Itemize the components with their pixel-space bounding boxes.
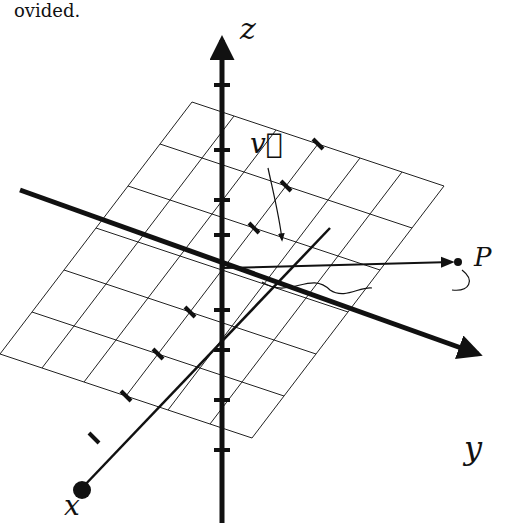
- squiggle: [452, 270, 469, 290]
- axis-label: x: [64, 492, 80, 520]
- y-axis: [20, 190, 478, 354]
- grid-line: [128, 186, 380, 270]
- grid-line: [168, 158, 360, 410]
- grid-line: [210, 172, 402, 424]
- tick-mark: [313, 139, 323, 149]
- tick-mark: [214, 398, 230, 402]
- axis-label: y: [464, 432, 482, 464]
- tick-mark: [249, 223, 259, 233]
- point-p: [454, 258, 462, 266]
- tick-mark: [214, 348, 230, 352]
- tick-mark: [185, 307, 195, 317]
- tick-mark: [214, 448, 230, 452]
- grid-line: [252, 186, 444, 438]
- squiggle: [262, 282, 372, 294]
- grid-line: [32, 312, 284, 396]
- point-label: P: [474, 244, 492, 270]
- tick-mark: [214, 233, 230, 237]
- tick-mark: [281, 181, 291, 191]
- tick-mark: [89, 433, 99, 443]
- tick-mark: [214, 148, 230, 152]
- cut-text: ovided.: [14, 2, 80, 20]
- pointer-arrow: [268, 168, 282, 240]
- grid-line: [192, 102, 444, 186]
- tick-mark: [214, 198, 230, 202]
- tick-mark: [214, 308, 230, 312]
- axis-ticks: [89, 85, 323, 450]
- grid-line: [160, 144, 412, 228]
- tick-mark: [214, 83, 230, 87]
- axis-label: z: [240, 14, 256, 44]
- tick-mark: [121, 391, 131, 401]
- vector-v: [224, 262, 452, 268]
- grid-line: [0, 354, 252, 438]
- vector-label: v⃗: [250, 130, 283, 158]
- tick-mark: [153, 349, 163, 359]
